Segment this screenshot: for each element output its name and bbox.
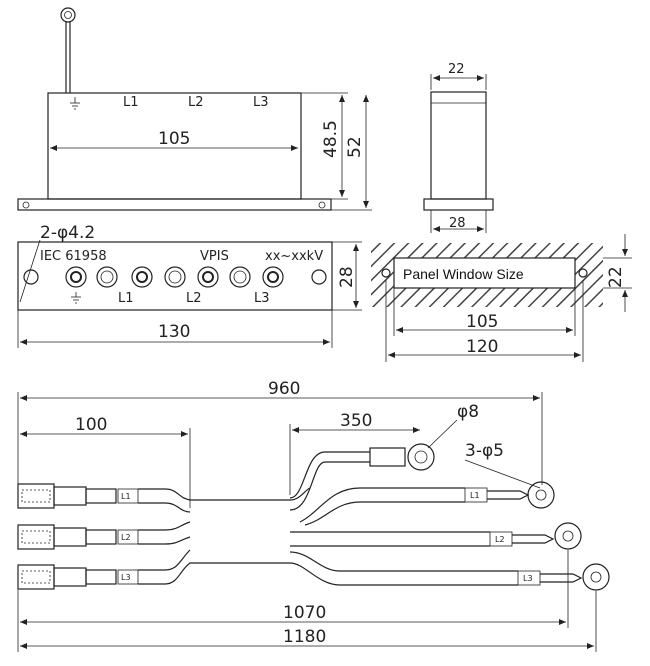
front-earth-symbol [71, 292, 81, 304]
dim-130: 130 [158, 322, 190, 342]
right-cable-label-l2: L2 [495, 535, 505, 544]
cable-assembly: 960 100 350 φ8 3-φ5 L1 [17, 379, 610, 652]
dim-350: 350 [340, 411, 372, 431]
top-view: L1 L2 L3 105 48.5 52 [17, 7, 372, 211]
dim-52: 52 [345, 136, 365, 158]
dim-28-front: 28 [337, 266, 357, 288]
brand-label: VPIS [200, 249, 229, 264]
earth-ring-terminal [60, 7, 76, 23]
standard-label: IEC 61958 [40, 249, 107, 264]
left-cable-label-l2: L2 [121, 533, 131, 542]
ring-terminal-l3 [582, 563, 610, 591]
mounting-hole-right [311, 269, 327, 285]
ring-big-spec: φ8 [457, 402, 479, 422]
earth-symbol [70, 97, 80, 110]
connector-l2: L2 [17, 521, 191, 550]
ring-terminal-l1 [527, 481, 555, 509]
top-phase-label-l1: L1 [123, 95, 139, 110]
mounting-hole-left [23, 269, 39, 285]
ring-terminal-l2 [554, 522, 582, 550]
panel-window: Panel Window Size 22 105 120 [371, 234, 632, 362]
side-flange [423, 198, 494, 211]
front-view: 2-φ4.2 IEC 61958 VPIS xx~xxkV [17, 223, 362, 348]
side-housing [430, 91, 487, 200]
front-phase-label-l3: L3 [254, 291, 270, 306]
dim-22-top: 22 [448, 62, 465, 77]
socket-3 [229, 266, 251, 288]
top-phase-label-l2: L2 [188, 95, 204, 110]
socket-earth [65, 266, 87, 288]
dim-105: 105 [158, 129, 190, 149]
front-phase-label-l1: L1 [118, 291, 134, 306]
ring-small-spec: 3-φ5 [465, 441, 504, 461]
dim-48-5: 48.5 [321, 120, 341, 158]
dim-105-window: 105 [466, 312, 498, 332]
dim-960: 960 [268, 379, 300, 399]
dim-28-side: 28 [449, 216, 466, 231]
socket-l3 [262, 266, 284, 288]
mounting-flange [17, 198, 332, 211]
face-plate [17, 241, 333, 311]
left-cable-label-l3: L3 [121, 573, 131, 582]
socket-1 [96, 266, 118, 288]
right-cable-label-l3: L3 [523, 574, 533, 583]
socket-l1 [131, 266, 153, 288]
dim-100: 100 [75, 415, 107, 435]
voltage-label: xx~xxkV [265, 249, 323, 264]
panel-window-label: Panel Window Size [403, 266, 524, 282]
connector-l1: L1 [17, 483, 311, 513]
socket-l2 [197, 266, 219, 288]
dim-1180: 1180 [283, 627, 326, 647]
front-phase-label-l2: L2 [186, 291, 202, 306]
connector-l3: L3 [17, 549, 290, 590]
dim-1070: 1070 [283, 603, 326, 623]
socket-2 [164, 266, 186, 288]
right-cable-label-l1: L1 [470, 491, 480, 500]
ring-terminal-earth [407, 443, 435, 471]
left-cable-label-l1: L1 [121, 492, 131, 501]
side-view: 22 28 [423, 62, 494, 233]
top-phase-label-l3: L3 [253, 95, 269, 110]
dim-120: 120 [466, 337, 498, 357]
panel-window-opening [393, 257, 576, 289]
hole-spec: 2-φ4.2 [40, 223, 95, 243]
dim-22-window: 22 [606, 266, 626, 288]
